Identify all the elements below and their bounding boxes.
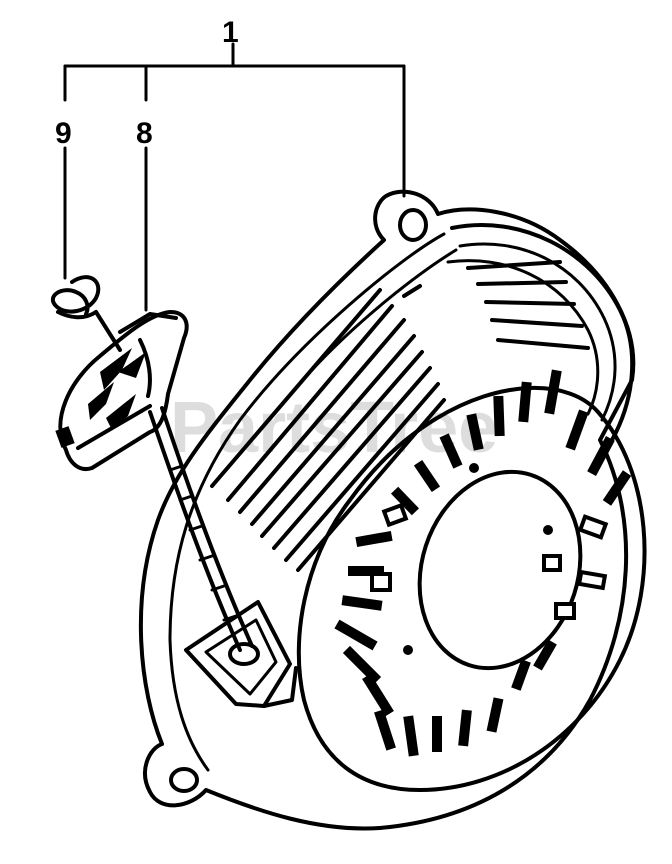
drum-fins — [466, 260, 590, 350]
pull-handle[interactable] — [55, 310, 189, 471]
callout-leaders — [63, 42, 406, 312]
center-hub — [417, 469, 583, 671]
recoil-starter-assembly — [50, 189, 647, 831]
face-holes — [370, 463, 609, 655]
rope-knot — [50, 275, 122, 352]
callout-9-label: 9 — [55, 117, 72, 150]
callout-8-label: 8 — [136, 117, 153, 150]
callout-1-label: 1 — [222, 16, 239, 49]
mount-hole-bottom — [169, 767, 199, 793]
front-face — [296, 385, 647, 792]
vent-slots — [334, 369, 632, 757]
mount-hole-top — [398, 208, 428, 242]
starter-rope — [148, 406, 254, 652]
rope-guide — [184, 600, 298, 708]
